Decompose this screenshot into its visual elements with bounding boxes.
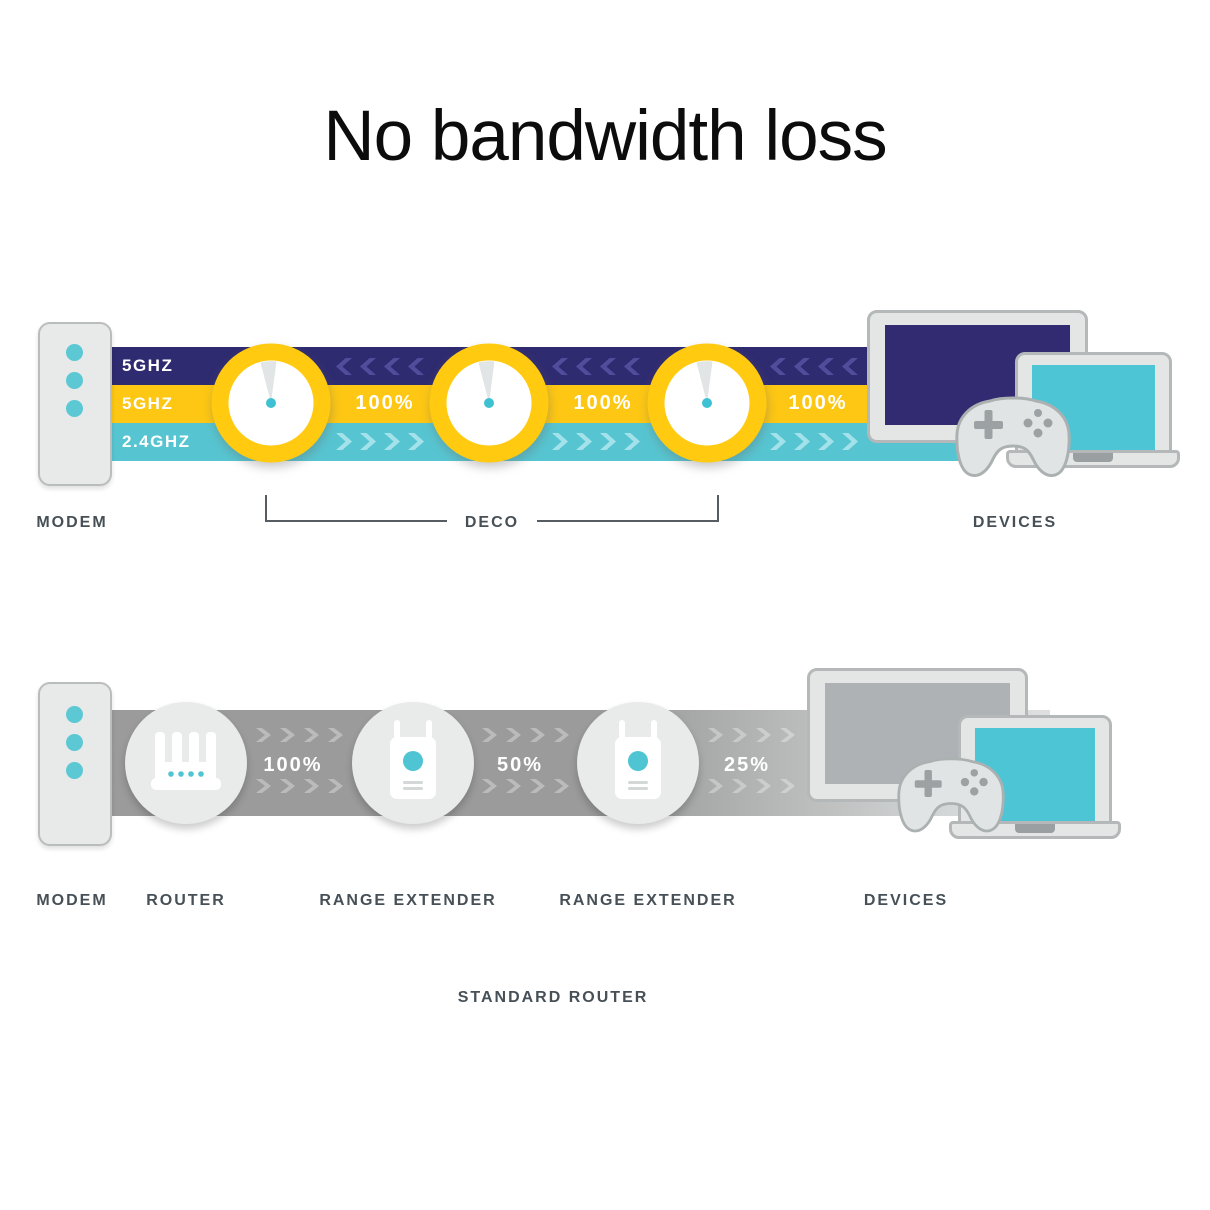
laptop-notch (1073, 453, 1113, 462)
deco-bracket-right-line (537, 520, 719, 522)
modem-led (66, 762, 83, 779)
deco-dial-icon (425, 339, 553, 467)
chevron-right-icon (756, 779, 771, 793)
chevron-right-icon (360, 433, 376, 450)
band-label-5ghz: 5GHZ (122, 394, 174, 413)
chevron-right-icon (554, 728, 569, 742)
modem-led (66, 344, 83, 361)
chevron-right-icon (708, 779, 723, 793)
deco-dial-icon (207, 339, 335, 467)
modem-label: MODEM (36, 892, 108, 909)
range-extender-label: RANGE EXTENDER (559, 892, 737, 909)
page-title: No bandwidth loss (323, 97, 887, 176)
chevron-right-icon (304, 728, 319, 742)
chevron-left-icon (794, 358, 810, 375)
chevron-right-icon (506, 779, 521, 793)
chevron-right-icon (780, 728, 795, 742)
chevron-right-icon (552, 433, 568, 450)
chevron-right-icon (732, 779, 747, 793)
chevron-right-icon (482, 728, 497, 742)
chevron-left-icon (600, 358, 616, 375)
chevron-right-icon (770, 433, 786, 450)
chevron-right-icon (506, 728, 521, 742)
chevron-right-icon (482, 779, 497, 793)
throughput-label: 50% (496, 754, 544, 776)
throughput-label: 100% (788, 392, 848, 414)
chevron-left-icon (770, 358, 786, 375)
chevron-left-icon (384, 358, 400, 375)
chevron-right-icon (732, 728, 747, 742)
range-extender-icon (352, 702, 474, 824)
deco-bracket-left-line (265, 520, 447, 522)
band-label-2-4ghz: 2.4GHZ (122, 432, 191, 451)
gamepad-icon (897, 757, 1005, 833)
standard-router-caption: STANDARD ROUTER (457, 989, 649, 1006)
modem-icon (38, 682, 112, 846)
chevron-right-icon (280, 779, 295, 793)
chevron-right-icon (328, 728, 343, 742)
laptop-notch (1015, 824, 1055, 833)
chevron-right-icon (600, 433, 616, 450)
throughput-label: 25% (723, 754, 771, 776)
throughput-label: 100% (355, 392, 415, 414)
range-extender-label: RANGE EXTENDER (319, 892, 497, 909)
chevron-right-icon (576, 433, 592, 450)
throughput-label: 100% (263, 754, 323, 776)
deco-dial-icon (643, 339, 771, 467)
chevron-right-icon (756, 728, 771, 742)
modem-led (66, 734, 83, 751)
chevron-right-icon (408, 433, 424, 450)
chevron-right-icon (256, 779, 271, 793)
router-icon (125, 702, 247, 824)
chevron-right-icon (336, 433, 352, 450)
throughput-label: 100% (573, 392, 633, 414)
chevron-left-icon (360, 358, 376, 375)
chevron-right-icon (842, 433, 858, 450)
chevron-right-icon (384, 433, 400, 450)
chevron-left-icon (576, 358, 592, 375)
chevron-left-icon (336, 358, 352, 375)
chevron-right-icon (794, 433, 810, 450)
modem-led (66, 372, 83, 389)
chevron-left-icon (408, 358, 424, 375)
band-label-5ghz-backhaul: 5GHZ (122, 356, 174, 375)
router-label: ROUTER (146, 892, 226, 909)
modem-led (66, 400, 83, 417)
deco-label: DECO (464, 514, 520, 531)
chevron-right-icon (256, 728, 271, 742)
chevron-left-icon (552, 358, 568, 375)
gamepad-icon (955, 396, 1071, 478)
chevron-right-icon (554, 779, 569, 793)
chevron-right-icon (530, 779, 545, 793)
chevron-left-icon (818, 358, 834, 375)
modem-led (66, 706, 83, 723)
chevron-right-icon (304, 779, 319, 793)
devices-label: DEVICES (972, 514, 1058, 531)
range-extender-icon (577, 702, 699, 824)
modem-icon (38, 322, 112, 486)
deco-bracket-right-tick (717, 495, 719, 522)
chevron-right-icon (530, 728, 545, 742)
devices-label: DEVICES (863, 892, 949, 909)
chevron-right-icon (624, 433, 640, 450)
chevron-right-icon (818, 433, 834, 450)
chevron-left-icon (624, 358, 640, 375)
chevron-left-icon (842, 358, 858, 375)
chevron-right-icon (280, 728, 295, 742)
deco-bracket-left-tick (265, 495, 267, 522)
chevron-right-icon (708, 728, 723, 742)
modem-label: MODEM (36, 514, 108, 531)
chevron-right-icon (328, 779, 343, 793)
chevron-right-icon (780, 779, 795, 793)
